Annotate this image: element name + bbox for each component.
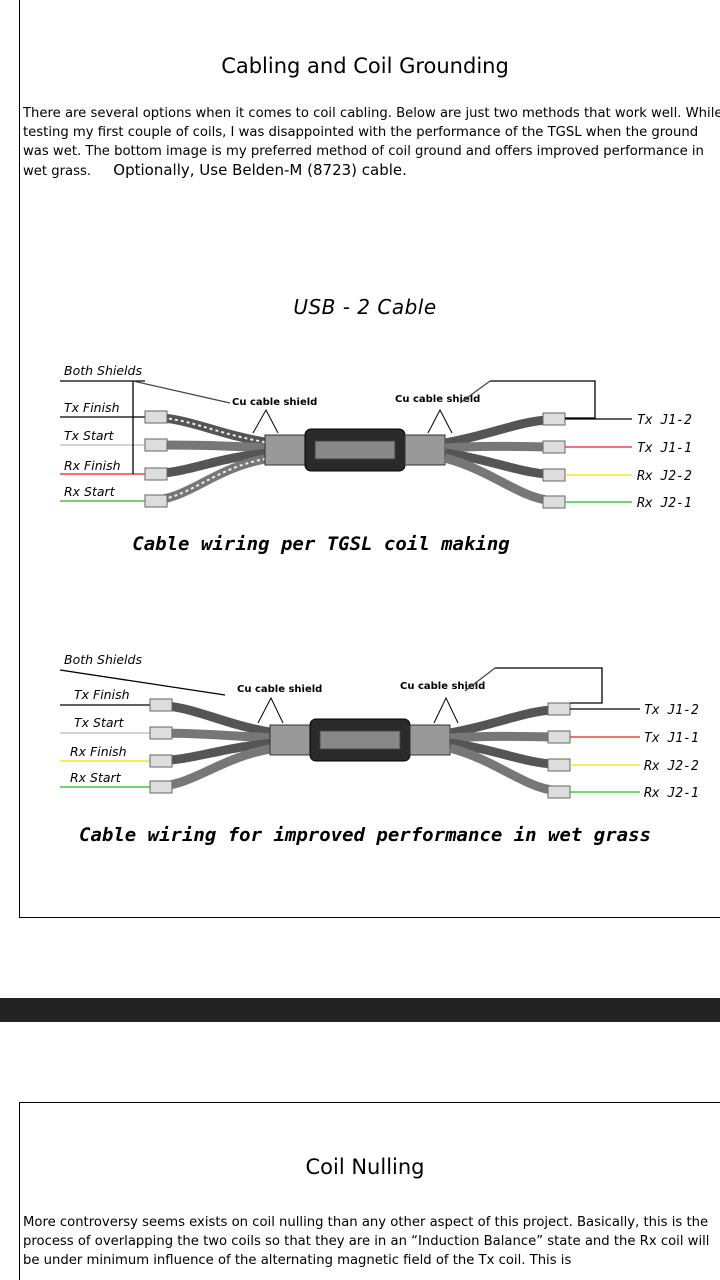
document-page-cabling: Cabling and Coil Grounding There are sev… (19, 0, 720, 918)
label-tx-finish: Tx Finish (74, 687, 130, 702)
label-tx-start: Tx Start (74, 715, 125, 730)
label-cu-shield-left: Cu cable shield (237, 684, 322, 695)
section-title: Cabling and Coil Grounding (221, 54, 509, 78)
label-rx-finish: Rx Finish (64, 458, 121, 473)
diagram-title: USB - 2 Cable (293, 295, 437, 319)
cable-note: Optionally, Use Belden-M (8723) cable. (113, 161, 407, 179)
cable-body (269, 718, 451, 762)
label-both-shields: Both Shields (64, 652, 142, 667)
document-page-nulling: Coil Nulling More controversy seems exis… (19, 1102, 720, 1280)
label-rx-j2-2: Rx J2-2 (644, 759, 699, 774)
cable-diagram-wet-grass: Both Shields Tx Finish Tx Start Rx Finis… (59, 652, 699, 801)
intro-paragraph: There are several options when it comes … (23, 104, 720, 181)
label-rx-j2-2: Rx J2-2 (637, 469, 692, 484)
diagram1-caption: Cable wiring per TGSL coil making (132, 533, 510, 555)
left-wire-fan (149, 698, 276, 794)
label-tx-finish: Tx Finish (64, 400, 120, 415)
label-cu-shield-right: Cu cable shield (400, 681, 485, 692)
label-tx-j1-2: Tx J1-2 (644, 703, 699, 718)
label-rx-start: Rx Start (64, 484, 116, 499)
cable-body (264, 428, 446, 472)
diagram2-caption: Cable wiring for improved performance in… (79, 824, 651, 846)
label-rx-finish: Rx Finish (70, 744, 127, 759)
cable-diagram-tgsl: Both Shields Tx Finish Tx Start Rx Finis… (60, 363, 692, 511)
label-rx-j2-1: Rx J2-1 (637, 496, 692, 511)
nulling-paragraph: More controversy seems exists on coil nu… (23, 1215, 710, 1268)
label-both-shields: Both Shields (64, 363, 142, 378)
label-cu-shield-right: Cu cable shield (395, 394, 480, 405)
left-wire-fan (144, 410, 271, 508)
label-rx-start: Rx Start (70, 770, 122, 785)
section-title: Coil Nulling (305, 1155, 425, 1179)
right-wire-fan (448, 702, 571, 799)
intro-text: There are several options when it comes … (23, 106, 720, 179)
label-rx-j2-1: Rx J2-1 (644, 786, 699, 801)
label-tx-j1-1: Tx J1-1 (644, 731, 699, 746)
page-separator (0, 998, 720, 1022)
label-cu-shield-left: Cu cable shield (232, 397, 317, 408)
right-wire-fan (443, 412, 566, 509)
label-tx-j1-1: Tx J1-1 (637, 441, 692, 456)
label-tx-j1-2: Tx J1-2 (637, 413, 692, 428)
label-tx-start: Tx Start (64, 428, 115, 443)
